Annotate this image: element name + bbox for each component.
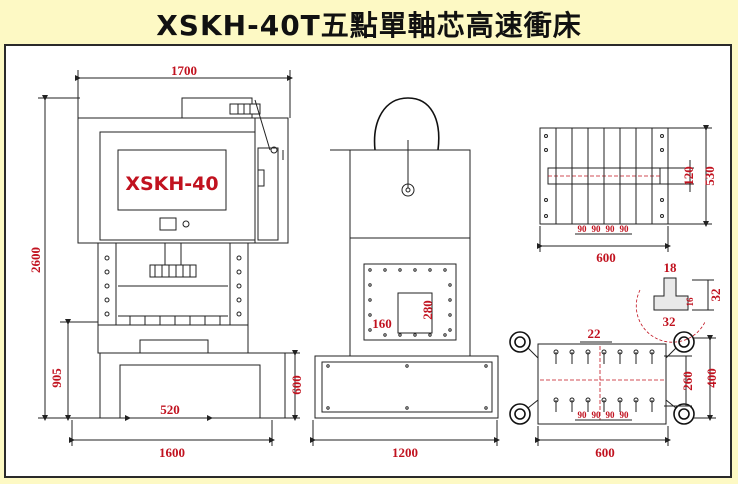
bolster-pitch-4: 90: [620, 410, 630, 420]
dim-front-top-width: 1700: [171, 63, 197, 78]
dim-bolster-slot-width: 22: [588, 326, 601, 341]
slide-block: [149, 264, 197, 278]
dim-front-opening-width: 520: [160, 402, 180, 417]
bolster-view: 22 260 400 90 90 90 90 600: [509, 326, 719, 460]
side-base-panel: [321, 361, 493, 413]
dim-bolster-width: 600: [595, 445, 615, 460]
panel-bolts: [368, 268, 452, 337]
lift-eye-tl: [509, 331, 531, 353]
dim-side-window-height: 280: [420, 300, 435, 320]
bolster-slots-bottom: [553, 397, 655, 412]
dim-front-base-width: 1600: [159, 445, 185, 460]
title-bar: XSKH-40T五點單軸芯高速衝床: [0, 0, 738, 44]
plate-pitch-4: 90: [620, 224, 630, 234]
motor-shaft: [229, 103, 261, 115]
plate-pitch-1: 90: [578, 224, 588, 234]
lift-eye-bl: [509, 403, 531, 425]
dim-plate-outer-height: 530: [702, 166, 717, 186]
dim-side-window-width: 160: [372, 316, 392, 331]
bolster-pitch-1: 90: [578, 410, 588, 420]
dim-side-base-width: 1200: [392, 445, 418, 460]
page-title: XSKH-40T五點單軸芯高速衝床: [156, 9, 582, 42]
lift-eye-br: [673, 403, 695, 425]
bolster-slots-top: [553, 349, 655, 364]
bed-plate: [139, 339, 209, 354]
ram: [164, 242, 182, 266]
control-box: [159, 217, 177, 231]
plate-pitch-3: 90: [606, 224, 616, 234]
dim-tslot-height: 32: [708, 289, 723, 302]
bolster-pitch-2: 90: [592, 410, 602, 420]
handle-arc: [373, 97, 440, 151]
dim-plate-slot-height: 120: [681, 166, 696, 186]
control-button: [182, 220, 190, 228]
dim-plate-width: 600: [596, 250, 616, 265]
t-slot-profile: [653, 277, 689, 311]
side-view: 160 280 1200: [310, 97, 500, 460]
dim-tslot-top: 18: [664, 260, 678, 275]
dim-front-total-height: 2600: [28, 247, 43, 273]
dim-front-bed-height: 905: [49, 368, 64, 388]
dim-tslot-depth: 16: [685, 297, 695, 307]
dim-bolster-inner-height: 260: [680, 371, 695, 391]
lift-eye-tr: [673, 331, 695, 353]
machine-label: XSKH-40: [125, 173, 218, 195]
front-view: 1700 2600 905 XSKH-40: [28, 63, 304, 460]
side-upper-body: [349, 149, 471, 239]
t-slot-detail: 18 32 16 32: [635, 260, 723, 343]
top-plate-view: 530 120 90 90 90 90 600: [537, 125, 717, 265]
nameplate: [117, 149, 227, 211]
bolster-plate: [537, 343, 667, 425]
side-column: [257, 147, 279, 241]
slide-bolts: [544, 128, 664, 224]
plate-pitch-2: 90: [592, 224, 602, 234]
gauge: [257, 169, 265, 187]
bolster-pitch-3: 90: [606, 410, 616, 420]
base-opening: [119, 364, 261, 419]
dim-tslot-bottom: 32: [663, 314, 676, 329]
flywheel: [401, 183, 415, 197]
dim-front-base-height: 600: [289, 375, 304, 395]
side-window: [397, 292, 433, 334]
dim-bolster-outer-height: 400: [704, 368, 719, 388]
